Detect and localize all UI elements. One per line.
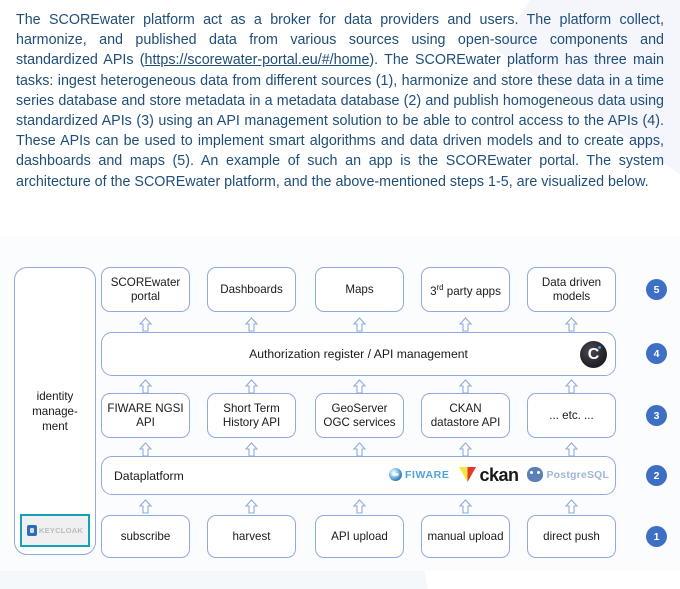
step-number: 5 — [653, 283, 660, 296]
ckan-logo-text: ckan — [479, 464, 519, 485]
step-circle-3: 3 — [646, 405, 667, 426]
arrow-up-icon — [353, 442, 366, 457]
arrow-up-icon — [565, 442, 578, 457]
box-manual-upload[interactable]: manual upload — [421, 515, 510, 558]
arrow-up-icon — [245, 379, 258, 394]
postgresql-logo: PostgreSQL — [527, 467, 609, 482]
box-label: ... etc. ... — [549, 408, 594, 422]
box-scorewater-portal[interactable]: SCOREwater portal — [101, 267, 190, 312]
arrow-up-icon — [353, 317, 366, 332]
box-subscribe[interactable]: subscribe — [101, 515, 190, 558]
step-circle-1: 1 — [646, 526, 667, 547]
box-label: manual upload — [427, 529, 504, 543]
box-authorization-register[interactable]: Authorization register / API management … — [101, 332, 616, 376]
dataplatform-logo-row: FIWARE ckan PostgreSQL — [389, 465, 609, 484]
arrow-up-icon — [353, 499, 366, 514]
step-number: 3 — [653, 409, 660, 422]
idm-line-2: manage- — [32, 404, 78, 418]
box-label: CKAN datastore API — [430, 401, 501, 429]
box-label-sup: rd — [436, 282, 444, 292]
keycloak-mark-icon — [26, 525, 37, 536]
box-data-driven-models[interactable]: Data driven models — [527, 267, 616, 312]
arrow-up-icon — [565, 317, 578, 332]
scorewater-portal-link[interactable]: https://scorewater-portal.eu/#/home — [144, 52, 370, 69]
step-circle-5: 5 — [646, 279, 667, 300]
box-label: GeoServer OGC services — [323, 401, 396, 429]
arrow-up-icon — [353, 379, 366, 394]
ckan-triangle-icon — [458, 465, 478, 484]
box-api-upload[interactable]: API upload — [315, 515, 404, 558]
arrow-up-icon — [459, 379, 472, 394]
fiware-swirl-icon — [389, 468, 402, 481]
arrow-up-icon — [245, 442, 258, 457]
dataplatform-label: Dataplatform — [114, 468, 184, 483]
arrow-up-icon — [139, 317, 152, 332]
box-etc[interactable]: ... etc. ... — [527, 393, 616, 438]
identity-management-panel: identity manage- ment — [14, 267, 96, 555]
box-label-pre: 3 — [430, 284, 437, 298]
box-label: Data driven models — [541, 275, 602, 303]
ckan-logo: ckan — [458, 464, 519, 485]
arrow-up-icon — [139, 442, 152, 457]
arrow-up-icon — [139, 379, 152, 394]
keycloak-logo: KEYCLOAK — [20, 514, 90, 547]
step-circle-4: 4 — [646, 343, 667, 364]
box-harvest[interactable]: harvest — [207, 515, 296, 558]
box-label: API upload — [331, 529, 388, 543]
intro-paragraph: The SCOREwater platform act as a broker … — [16, 10, 664, 192]
box-short-term-history-api[interactable]: Short Term History API — [207, 393, 296, 438]
box-label: SCOREwater portal — [110, 275, 181, 303]
box-label: Dashboards — [220, 282, 283, 296]
idm-line-1: identity — [36, 389, 74, 403]
box-fiware-ngsi-api[interactable]: FIWARE NGSI API — [101, 393, 190, 438]
box-ckan-datastore-api[interactable]: CKAN datastore API — [421, 393, 510, 438]
arrow-up-icon — [245, 499, 258, 514]
gravitee-dot-icon — [598, 346, 601, 349]
fiware-logo-text: FIWARE — [405, 468, 450, 481]
step-circle-2: 2 — [646, 465, 667, 486]
arrow-up-icon — [245, 317, 258, 332]
paragraph-text-before-link: The SCOREwater platform act as a broker … — [16, 12, 664, 69]
box-label: 3rd party apps — [430, 281, 501, 299]
step-number: 4 — [653, 347, 660, 360]
architecture-diagram: identity manage- ment KEYCLOAK SCOREwate… — [0, 236, 680, 571]
box-geoserver-ogc-services[interactable]: GeoServer OGC services — [315, 393, 404, 438]
authorization-register-label: Authorization register / API management — [249, 347, 468, 361]
box-label-post: party apps — [443, 284, 501, 298]
step-number: 2 — [653, 469, 660, 482]
postgresql-logo-text: PostgreSQL — [546, 468, 610, 481]
box-label: subscribe — [120, 529, 171, 543]
arrow-up-icon — [459, 317, 472, 332]
arrow-up-icon — [565, 379, 578, 394]
box-label: Maps — [345, 282, 374, 296]
arrow-up-icon — [459, 442, 472, 457]
postgresql-elephant-icon — [527, 467, 544, 482]
box-label: Short Term History API — [222, 401, 281, 429]
box-label: direct push — [543, 529, 600, 543]
arrow-up-icon — [565, 499, 578, 514]
paragraph-text-after-link: ). The SCOREwater platform has three mai… — [16, 52, 664, 190]
fiware-logo: FIWARE — [389, 468, 449, 481]
idm-line-3: ment — [42, 419, 68, 433]
box-dashboards[interactable]: Dashboards — [207, 267, 296, 312]
box-direct-push[interactable]: direct push — [527, 515, 616, 558]
arrow-up-icon — [459, 499, 472, 514]
keycloak-logo-text: KEYCLOAK — [38, 526, 84, 535]
box-label: harvest — [232, 529, 271, 543]
box-maps[interactable]: Maps — [315, 267, 404, 312]
gravitee-glyph: C — [587, 345, 600, 363]
box-3rd-party-apps[interactable]: 3rd party apps — [421, 267, 510, 312]
step-number: 1 — [653, 530, 660, 543]
box-label: FIWARE NGSI API — [107, 401, 184, 429]
gravitee-logo: C — [580, 341, 607, 368]
arrow-up-icon — [139, 499, 152, 514]
identity-management-label: identity manage- ment — [32, 389, 78, 434]
